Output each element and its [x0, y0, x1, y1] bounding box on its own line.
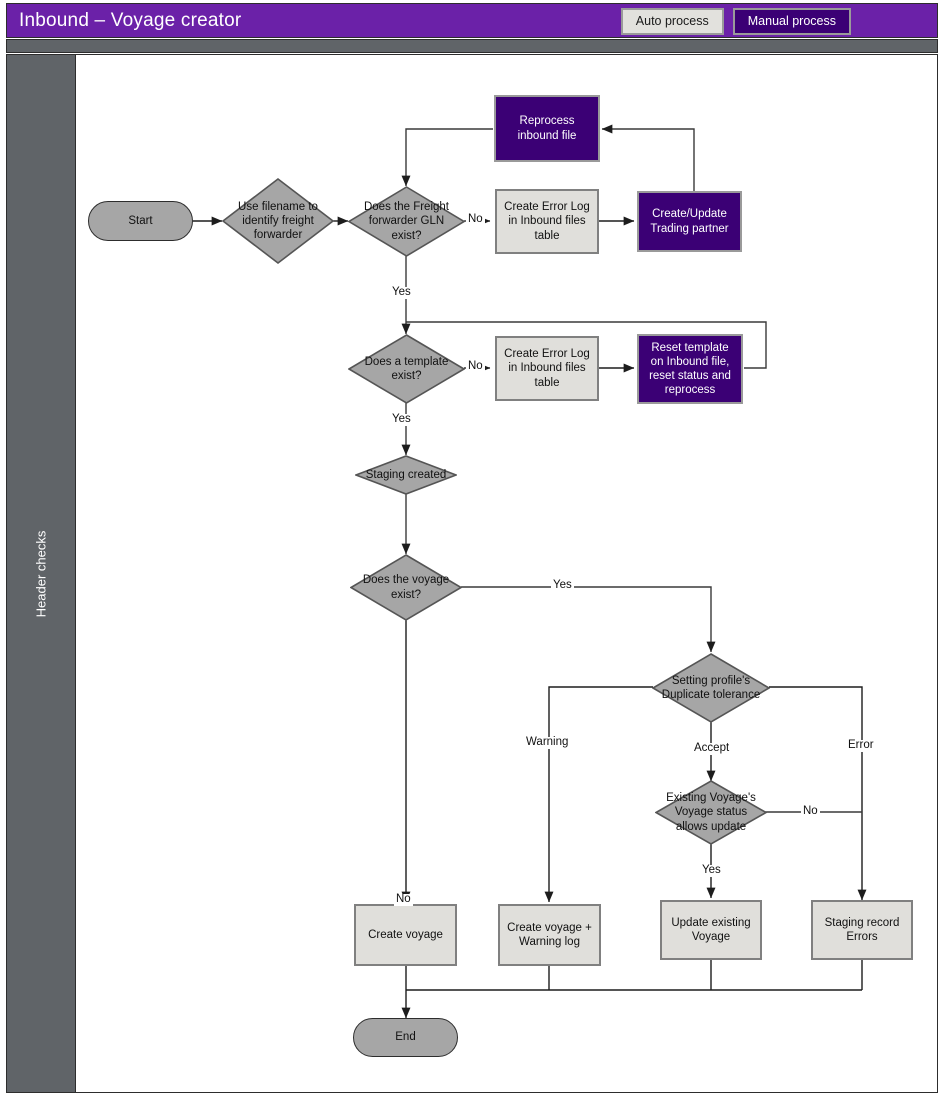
- node-start[interactable]: Start: [88, 201, 193, 241]
- node-gln-exists[interactable]: Does the Freight forwarder GLN exist?: [348, 186, 465, 257]
- edge-label-template-no: No: [466, 360, 485, 373]
- edge-label-status-yes: Yes: [700, 864, 723, 877]
- node-create-update-trading-partner[interactable]: Create/Update Trading partner: [637, 191, 742, 252]
- diamond-shape: [348, 334, 465, 404]
- edge-label-tol-warning: Warning: [524, 736, 571, 749]
- node-end[interactable]: End: [353, 1018, 458, 1057]
- edge-label-voyage-yes: Yes: [551, 579, 574, 592]
- diamond-shape: [350, 554, 462, 621]
- sidebar-header-checks: Header checks: [6, 54, 76, 1093]
- node-voyage-status-allows-update[interactable]: Existing Voyage's Voyage status allows u…: [655, 780, 767, 845]
- node-voyage-exists[interactable]: Does the voyage exist?: [350, 554, 462, 621]
- diamond-shape: [655, 780, 767, 845]
- edge-label-tol-error: Error: [846, 739, 876, 752]
- node-use-filename[interactable]: Use filename to identify freight forward…: [222, 178, 334, 264]
- diamond-shape: [652, 653, 770, 723]
- node-reset-template[interactable]: Reset template on Inbound file, reset st…: [637, 334, 743, 404]
- node-staging-created[interactable]: Staging created: [355, 455, 457, 495]
- node-create-error-log-2[interactable]: Create Error Log in Inbound files table: [495, 336, 599, 401]
- node-update-existing-voyage[interactable]: Update existing Voyage: [660, 900, 762, 960]
- edge-label-status-no: No: [801, 805, 820, 818]
- node-create-voyage-warning-log[interactable]: Create voyage + Warning log: [498, 904, 601, 966]
- sidebar-label: Header checks: [33, 530, 49, 617]
- edge-label-tol-accept: Accept: [692, 742, 732, 755]
- edge-label-gln-no: No: [466, 213, 485, 226]
- edge-label-template-yes: Yes: [390, 413, 413, 426]
- node-staging-record-errors[interactable]: Staging record Errors: [811, 900, 913, 960]
- diamond-shape: [348, 186, 465, 257]
- diamond-shape: [222, 178, 334, 264]
- title-bar-actions: Auto process Manual process: [620, 8, 851, 35]
- toolbar-strip: [6, 39, 938, 53]
- auto-process-button[interactable]: Auto process: [620, 8, 724, 35]
- node-duplicate-tolerance[interactable]: Setting profile's Duplicate tolerance: [652, 653, 770, 723]
- page-title: Inbound – Voyage creator: [19, 9, 242, 31]
- manual-process-button[interactable]: Manual process: [732, 8, 851, 35]
- node-create-voyage[interactable]: Create voyage: [354, 904, 457, 966]
- edge-label-voyage-no: No: [394, 893, 413, 906]
- node-create-error-log-1[interactable]: Create Error Log in Inbound files table: [495, 189, 599, 254]
- edge-label-gln-yes: Yes: [390, 286, 413, 299]
- node-template-exists[interactable]: Does a template exist?: [348, 334, 465, 404]
- title-bar: Inbound – Voyage creator Auto process Ma…: [6, 3, 938, 38]
- diamond-shape: [355, 455, 457, 495]
- node-reprocess-inbound-file[interactable]: Reprocess inbound file: [494, 95, 600, 162]
